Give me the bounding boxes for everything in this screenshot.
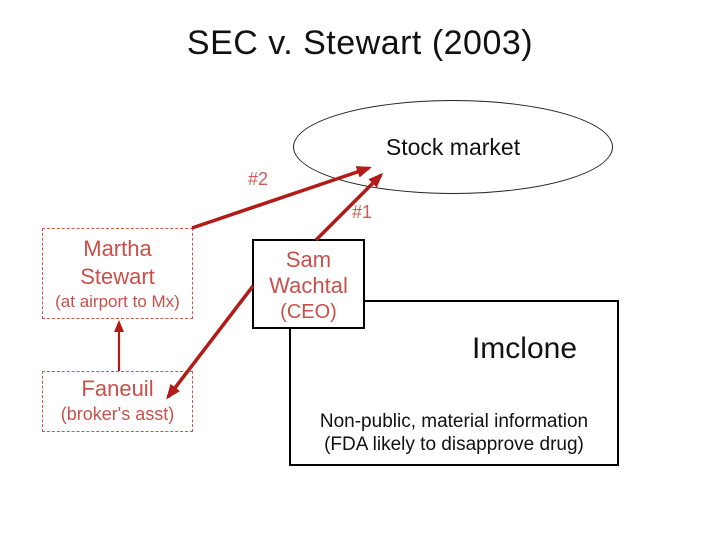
arrow-label-1: #1 [352, 202, 373, 222]
imclone-note-line1: Non-public, material information [319, 411, 589, 432]
martha-name-line2: Stewart [80, 264, 155, 289]
sam-wachtal-box: Sam Wachtal (CEO) [252, 239, 365, 329]
slide-title: SEC v. Stewart (2003) [186, 24, 534, 62]
imclone-label: Imclone [471, 332, 577, 365]
sam-name-line2: Wachtal [269, 273, 348, 298]
arrow-label-2: #2 [248, 169, 269, 189]
imclone-note: Non-public, material information (FDA li… [291, 410, 617, 456]
sam-subtitle: (CEO) [280, 301, 337, 323]
faneuil-name: Faneuil [81, 376, 154, 401]
martha-stewart-box: Martha Stewart (at airport to Mx) [42, 228, 193, 319]
stock-market-label: Stock market [385, 133, 521, 160]
stock-market-ellipse: Stock market [293, 100, 613, 194]
sam-name-line1: Sam [285, 247, 332, 272]
faneuil-box: Faneuil (broker's asst) [42, 371, 193, 432]
martha-name-line1: Martha [83, 236, 152, 261]
imclone-note-line2: (FDA likely to disapprove drug) [324, 434, 584, 455]
faneuil-subtitle: (broker's asst) [60, 404, 175, 424]
martha-subtitle: (at airport to Mx) [55, 292, 180, 311]
